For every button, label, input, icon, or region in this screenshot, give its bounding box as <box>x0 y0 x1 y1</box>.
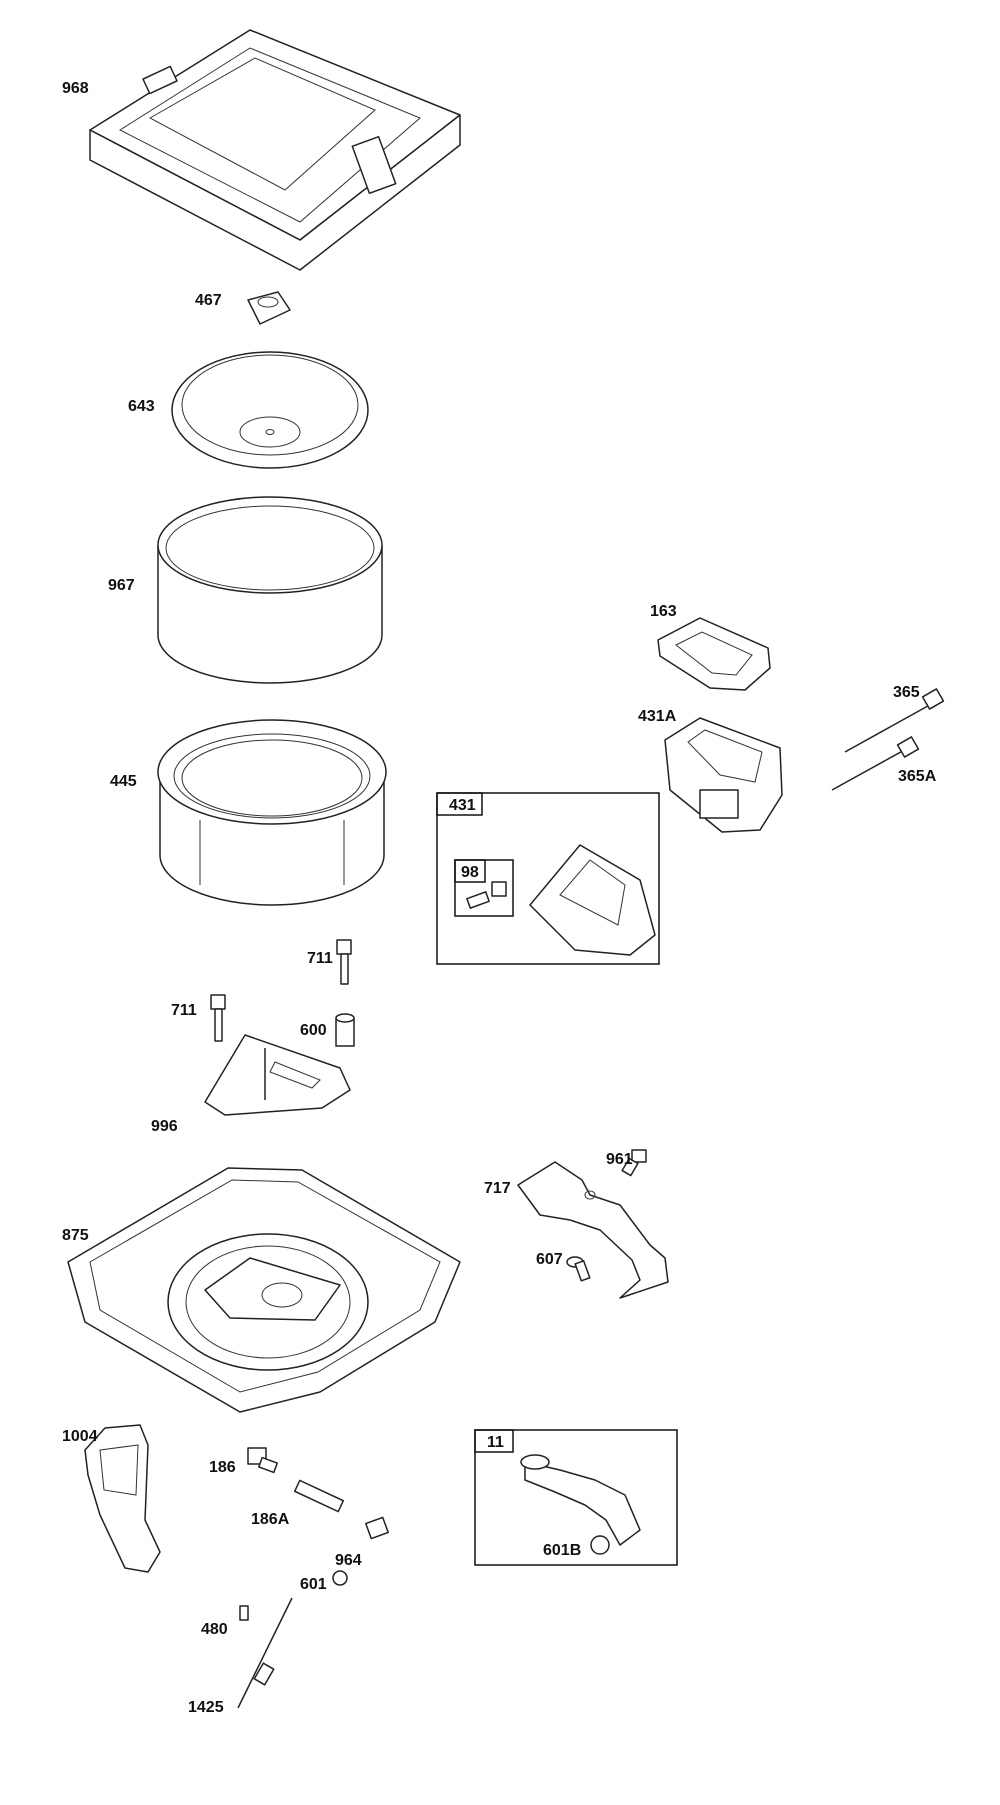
kit-box-11 <box>474 1429 678 1566</box>
label-996: 996 <box>151 1118 178 1135</box>
label-711-lower: 711 <box>171 1002 197 1019</box>
label-445: 445 <box>110 773 137 790</box>
label-163: 163 <box>650 603 677 620</box>
label-365: 365 <box>893 684 920 701</box>
label-601B: 601B <box>543 1542 581 1559</box>
part-996-plate <box>204 1034 351 1116</box>
part-643-filter-cover <box>171 351 369 469</box>
part-445-filter <box>157 719 387 906</box>
label-467: 467 <box>195 292 222 309</box>
label-365A: 365A <box>898 768 937 785</box>
label-717: 717 <box>484 1180 511 1197</box>
part-431A-adapter <box>664 717 783 833</box>
label-186: 186 <box>209 1459 236 1476</box>
label-964: 964 <box>335 1552 362 1569</box>
label-601: 601 <box>300 1576 327 1593</box>
label-643: 643 <box>128 398 155 415</box>
part-1425-hose <box>237 1597 293 1709</box>
label-1425: 1425 <box>188 1699 224 1716</box>
part-186-fitting <box>247 1447 278 1474</box>
label-431A: 431A <box>638 708 677 725</box>
part-968-cover <box>89 29 461 271</box>
part-186A-connector <box>293 1479 345 1513</box>
part-607-screw <box>566 1256 591 1282</box>
label-968: 968 <box>62 80 89 97</box>
label-967: 967 <box>108 577 135 594</box>
part-467-knob <box>247 291 291 325</box>
label-98: 98 <box>461 864 479 881</box>
part-480-screw <box>239 1605 249 1621</box>
part-967-precleaner <box>157 496 383 684</box>
part-163-gasket <box>657 617 771 691</box>
label-186A: 186A <box>251 1511 290 1528</box>
part-964-plug <box>365 1516 389 1540</box>
label-875: 875 <box>62 1227 89 1244</box>
part-601-clamp <box>332 1570 348 1586</box>
part-1004-duct <box>84 1424 161 1573</box>
label-480: 480 <box>201 1621 228 1638</box>
label-607: 607 <box>536 1251 563 1268</box>
label-600: 600 <box>300 1022 327 1039</box>
part-875-base <box>67 1167 461 1413</box>
part-711-bolts <box>210 939 352 1042</box>
label-431: 431 <box>449 797 476 814</box>
part-717-bracket <box>517 1161 669 1299</box>
part-600-spacer <box>335 1013 355 1047</box>
part-365-bolts <box>831 688 945 791</box>
label-961: 961 <box>606 1151 633 1168</box>
label-1004: 1004 <box>62 1428 98 1445</box>
part-961-bolt <box>621 1149 647 1177</box>
label-711-upper: 711 <box>307 950 333 967</box>
label-11: 11 <box>487 1434 504 1451</box>
kit-box-431 <box>436 792 660 965</box>
